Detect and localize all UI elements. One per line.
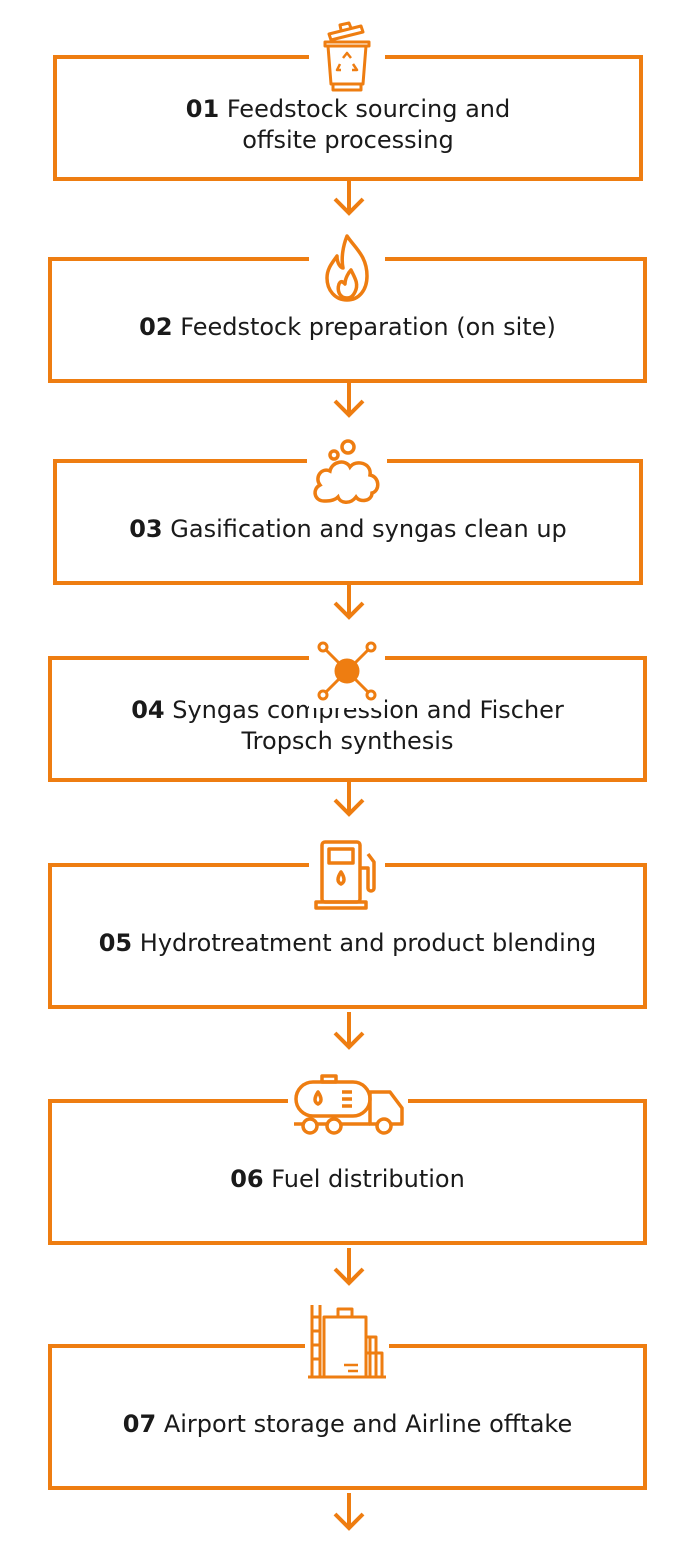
arrow-down-icon bbox=[333, 178, 365, 216]
arrow-down-icon bbox=[333, 779, 365, 817]
step-07-label: 07 Airport storage and Airline offtake bbox=[122, 1409, 573, 1438]
fuel-pump-icon bbox=[309, 836, 385, 912]
arrow-down-icon bbox=[333, 1493, 365, 1531]
storage-tank-icon bbox=[305, 1304, 389, 1380]
step-06-label: 06 Fuel distribution bbox=[230, 1164, 465, 1193]
arrow-down-icon bbox=[333, 582, 365, 620]
arrow-down-icon bbox=[333, 1012, 365, 1050]
step-05-label: 05 Hydrotreatment and product blending bbox=[98, 928, 597, 957]
flame-icon bbox=[309, 230, 385, 306]
gas-cloud-icon bbox=[307, 432, 387, 508]
recycle-bin-icon bbox=[309, 20, 385, 94]
arrow-down-icon bbox=[333, 1248, 365, 1286]
arrow-down-icon bbox=[333, 380, 365, 418]
tanker-truck-icon bbox=[288, 1066, 408, 1142]
molecule-icon bbox=[309, 634, 385, 708]
step-03-label: 03 Gasification and syngas clean up bbox=[129, 514, 567, 543]
step-02-label: 02 Feedstock preparation (on site) bbox=[139, 312, 556, 341]
